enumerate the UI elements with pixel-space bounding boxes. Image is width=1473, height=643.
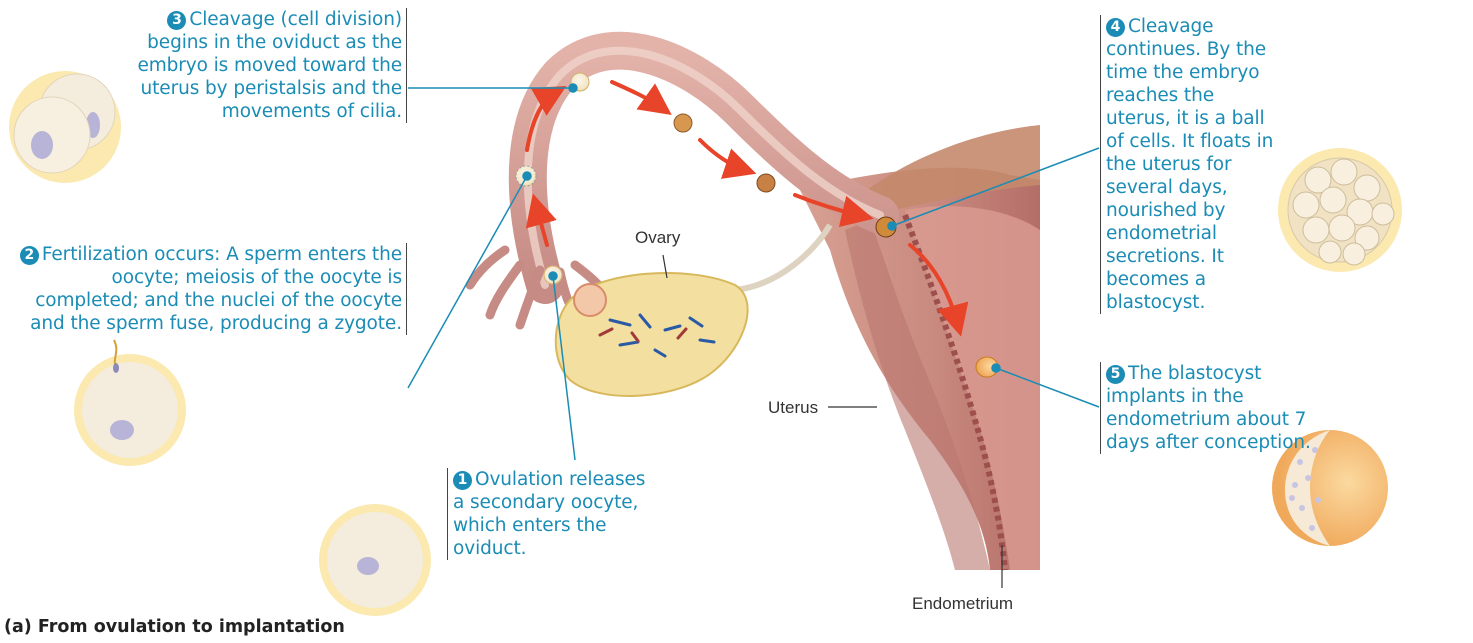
step-number: 4 [1106, 18, 1125, 37]
stage-morula [757, 174, 775, 192]
inset-two-cell [9, 71, 121, 183]
step-number: 2 [20, 246, 39, 265]
step-number: 1 [453, 471, 472, 490]
endometrium-label: Endometrium [912, 594, 1013, 614]
uterus-label: Uterus [768, 398, 818, 418]
figure-caption: (a) From ovulation to implantation [4, 617, 345, 637]
step5-text: The blastocyst implants in the endometri… [1106, 363, 1311, 453]
step1-text: Ovulation releases a secondary oocyte, w… [453, 469, 645, 559]
inset-oocyte [319, 504, 431, 616]
ruptured-follicle [574, 284, 606, 316]
stage-four-cell [674, 114, 692, 132]
step2-text: Fertilization occurs: A sperm enters the… [30, 244, 402, 334]
step-number: 3 [167, 11, 186, 30]
inset-zygote [74, 340, 186, 466]
ovarian-ligament [735, 225, 830, 290]
inset-morula [1278, 148, 1402, 272]
step4-text: Cleavage continues. By the time the embr… [1106, 16, 1273, 313]
ovary-label: Ovary [635, 228, 680, 248]
step-number: 5 [1106, 365, 1125, 384]
